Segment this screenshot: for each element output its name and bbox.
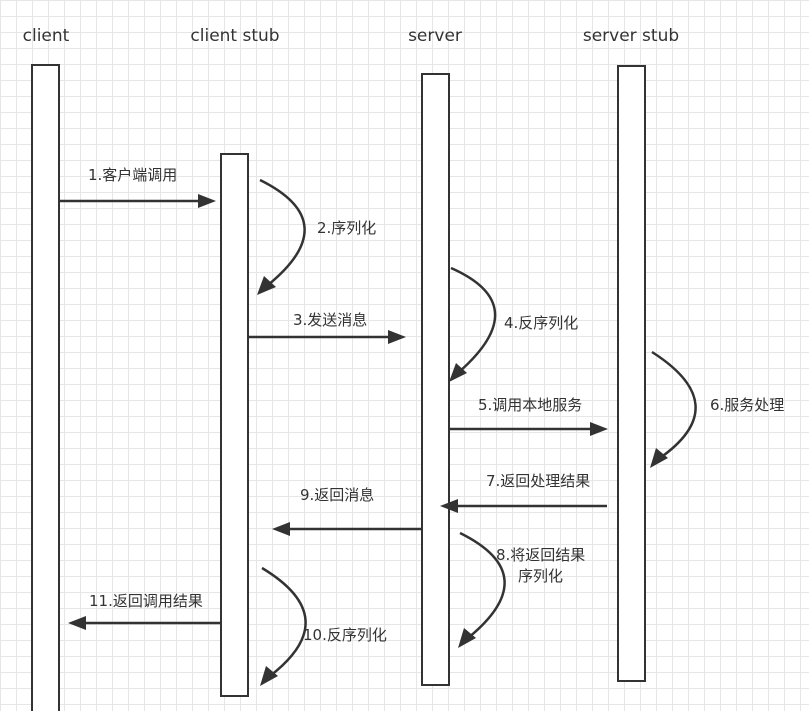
step-7-label: 7.返回处理结果 [486,472,590,490]
step-8-arrowhead [458,628,476,648]
participant-title-server: server [408,26,462,46]
step-8-label-line-1: 8.将返回结果 [496,546,585,564]
step-4-deserialize: 4.反序列化 [449,266,578,382]
step-8-arc [459,531,506,639]
step-5-arrowhead [590,422,608,436]
step-8-serialize-result: 8.将返回结果 序列化 [458,531,585,648]
step-9-label: 9.返回消息 [300,486,374,504]
lifeline-client [31,64,60,711]
step-2-serialize: 2.序列化 [257,178,376,295]
step-5-label: 5.调用本地服务 [478,396,582,414]
step-10-deserialize: 10.反序列化 [260,566,387,686]
lifeline-server [421,73,450,686]
step-6-service-processing: 6.服务处理 [650,350,784,468]
step-4-arc [450,266,497,373]
step-11-label: 11.返回调用结果 [89,592,203,610]
step-6-label: 6.服务处理 [710,396,784,414]
step-1-client-call: 1.客户端调用 [59,166,216,208]
step-2-label: 2.序列化 [317,219,376,237]
participant-title-server-stub: server stub [583,26,679,46]
lifeline-server-stub [617,65,646,682]
step-11-arrowhead [68,616,86,630]
step-1-arrowhead [198,194,216,208]
step-5-invoke-local-service: 5.调用本地服务 [449,396,608,436]
step-7-return-result: 7.返回处理结果 [440,472,607,513]
step-3-arrowhead [388,330,406,344]
step-4-arrowhead [449,363,467,382]
step-9-return-message: 9.返回消息 [272,486,422,536]
step-11-return-call-result: 11.返回调用结果 [68,592,221,630]
step-4-label: 4.反序列化 [504,314,578,332]
step-6-arrowhead [650,448,668,468]
step-2-arrowhead [257,276,276,295]
step-10-arc [261,566,307,677]
step-9-arrowhead [272,522,290,536]
step-8-label-line-2: 序列化 [518,567,563,585]
step-6-arc [651,350,697,460]
participant-title-client: client [23,26,70,46]
lifeline-client-stub [220,153,249,697]
step-3-send-message: 3.发送消息 [248,311,406,344]
step-10-arrowhead [260,666,278,686]
step-3-label: 3.发送消息 [293,311,367,329]
step-7-arrowhead [440,499,458,513]
participant-title-client-stub: client stub [190,26,279,46]
step-1-label: 1.客户端调用 [88,166,177,184]
step-10-label: 10.反序列化 [303,626,387,644]
step-2-arc [259,178,306,286]
